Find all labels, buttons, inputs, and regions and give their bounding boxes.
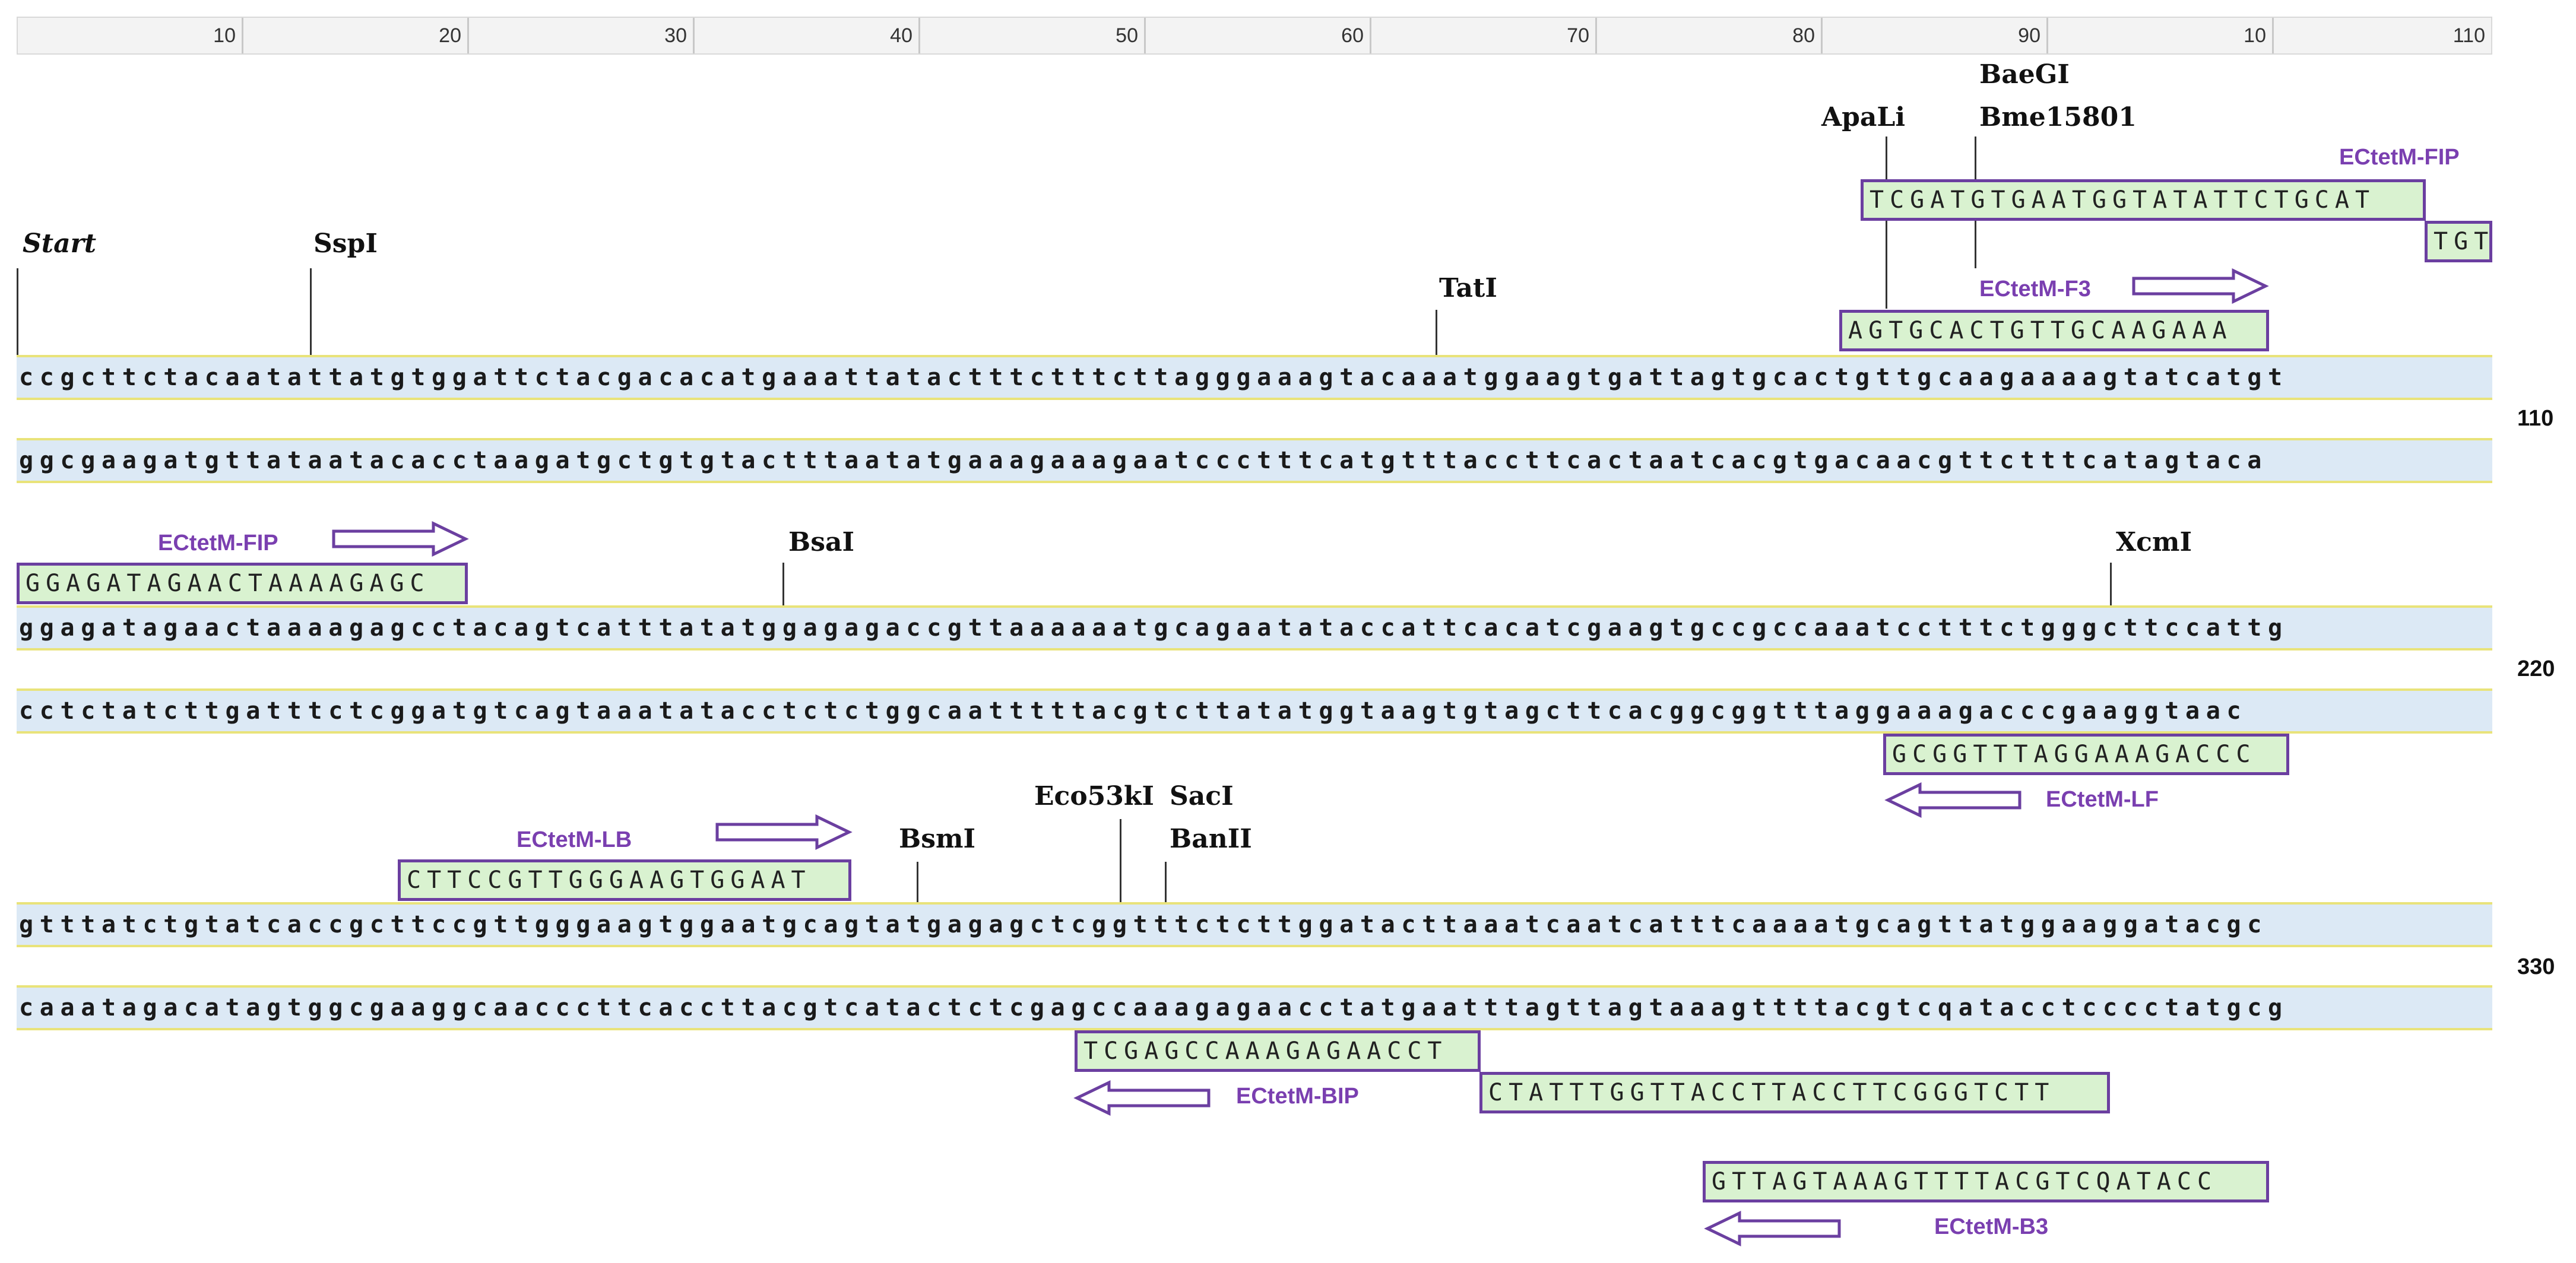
ruler-tick: 30 [469, 18, 695, 53]
dna-strand-row: cctctatcttgatttctcggatgtcagtaaatatacctct… [17, 688, 2492, 734]
site-marker-line [782, 563, 784, 605]
ruler-tick: 70 [1371, 18, 1597, 53]
primer-direction-arrow-right [715, 814, 853, 850]
site-marker-line [1165, 862, 1167, 902]
site-marker-line [1886, 221, 1887, 309]
row-position-number: 220 [2517, 656, 2555, 681]
primer-label-lb: ECtetM-LB [517, 827, 632, 852]
site-marker-line [1975, 221, 1976, 268]
ruler-tick: 80 [1597, 18, 1823, 53]
ruler-tick: 20 [243, 18, 469, 53]
site-label-xcmi: XcmI [2116, 527, 2192, 557]
site-label-eco53ki: Eco53kI [1034, 781, 1154, 811]
site-label-saci: SacI [1170, 781, 1234, 811]
ruler-tick: 10 [2048, 18, 2274, 53]
site-label-bsmi: BsmI [899, 824, 976, 854]
row-position-number: 330 [2517, 954, 2555, 979]
dna-strand-row: ggagatagaactaaaagagcctacagtcatttatatggag… [17, 605, 2492, 650]
site-marker-line [2110, 563, 2112, 605]
site-marker-line [1120, 819, 1121, 902]
dna-strand-row: ccgcttctacaatattatgtggattctacgacacatgaaa… [17, 355, 2492, 400]
site-marker-line [1975, 137, 1976, 179]
site-marker-line [1886, 137, 1887, 179]
site-label-apali: ApaLi [1821, 102, 1906, 132]
ruler-tick: 60 [1146, 18, 1371, 53]
site-label-baegi: BaeGI [1979, 59, 2070, 90]
ruler-tick: 50 [920, 18, 1146, 53]
ruler-tick: 110 [2453, 24, 2485, 47]
primer-lf: GCGGTTTAGGAAAGACCC [1883, 734, 2289, 775]
primer-label-bip: ECtetM-BIP [1236, 1084, 1359, 1109]
site-label-start: Start [23, 229, 97, 259]
ruler-tick: 10 [18, 18, 243, 53]
primer-f3: AGTGCACTGTTGCAAGAAA [1839, 310, 2269, 351]
primer-label-b3: ECtetM-B3 [1934, 1214, 2049, 1239]
dna-strand-row: ggcgaagatgttataatacacctaagatgctgtgtacttt… [17, 438, 2492, 483]
ruler-tick: 90 [1823, 18, 2048, 53]
primer-fip-top-continuation: TGT [2425, 221, 2492, 262]
primer-direction-arrow-right [2131, 268, 2269, 304]
site-label-bsai: BsaI [788, 527, 855, 557]
primer-label-fip: ECtetM-FIP [2339, 145, 2460, 170]
position-ruler: 10 20 30 40 50 60 70 80 90 10 110 [17, 17, 2492, 55]
primer-label-fip: ECtetM-FIP [158, 531, 278, 556]
site-marker-line [917, 862, 918, 902]
primer-fip-mid: GGAGATAGAACTAAAAGAGC [17, 563, 468, 604]
primer-b3: GTTAGTAAAGTTTTACGTCQATACC [1703, 1161, 2269, 1202]
site-label-bme15801: Bme15801 [1979, 102, 2137, 132]
primer-direction-arrow-left [1704, 1211, 1842, 1246]
site-marker-line [310, 268, 312, 355]
primer-label-f3: ECtetM-F3 [1979, 277, 2091, 302]
primer-label-lf: ECtetM-LF [2046, 787, 2159, 812]
primer-bip-part2: CTATTTGGTTACCTTACCTTCGGGTCTT [1479, 1072, 2110, 1113]
primer-direction-arrow-left [1884, 782, 2022, 818]
primer-lb: CTTCCGTTGGGAAGTGGAAT [398, 859, 851, 901]
primer-bip-part1: TCGAGCCAAAGAGAACCT [1075, 1030, 1481, 1072]
site-label-banii: BanII [1170, 824, 1252, 854]
primer-fip-top: TCGATGTGAATGGTATATTCTGCAT [1861, 179, 2426, 221]
dna-strand-row: caaatagacatagtggcgaaggcaacccttcaccttacgt… [17, 985, 2492, 1030]
ruler-tick: 40 [695, 18, 920, 53]
primer-direction-arrow-right [331, 521, 469, 557]
primer-direction-arrow-left [1073, 1080, 1211, 1116]
site-marker-line [17, 268, 18, 355]
row-position-number: 110 [2517, 406, 2554, 431]
site-label-sspi: SspI [313, 229, 378, 259]
site-marker-line [1436, 310, 1437, 355]
site-label-tati: TatI [1439, 273, 1497, 303]
dna-strand-row: gtttatctgtatcaccgcttccgttgggaagtggaatgca… [17, 902, 2492, 947]
